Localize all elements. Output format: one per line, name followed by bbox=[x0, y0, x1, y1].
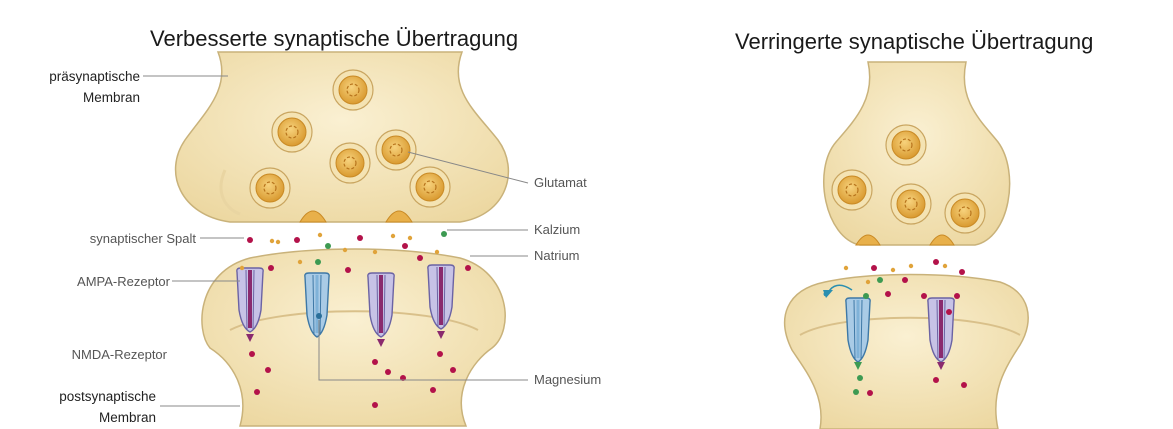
label-presynaptic: präsynaptische bbox=[49, 69, 140, 84]
label-magnesium: Magnesium bbox=[534, 372, 601, 387]
label-nmda-receptor: NMDA-Rezeptor bbox=[72, 347, 168, 362]
vesicle bbox=[832, 170, 872, 210]
left-title: Verbesserte synaptische Übertragung bbox=[150, 26, 518, 51]
vesicle bbox=[891, 184, 931, 224]
vesicle bbox=[272, 112, 312, 152]
right-title: Verringerte synaptische Übertragung bbox=[735, 29, 1093, 54]
vesicle bbox=[945, 193, 985, 233]
label-postsynaptic: postsynaptische bbox=[59, 389, 156, 404]
label-synaptic-cleft: synaptischer Spalt bbox=[90, 231, 197, 246]
label-postsynaptic-membran: Membran bbox=[99, 410, 156, 425]
label-ampa-receptor: AMPA-Rezeptor bbox=[77, 274, 171, 289]
label-sodium: Natrium bbox=[534, 248, 580, 263]
vesicle bbox=[250, 168, 290, 208]
magnesium-ion bbox=[316, 313, 322, 319]
label-calcium: Kalzium bbox=[534, 222, 580, 237]
label-presynaptic-membran: Membran bbox=[83, 90, 140, 105]
vesicle bbox=[410, 167, 450, 207]
vesicle bbox=[886, 125, 926, 165]
postsynaptic-terminal-right bbox=[785, 275, 1028, 429]
vesicle bbox=[376, 130, 416, 170]
vesicle bbox=[333, 70, 373, 110]
vesicle bbox=[330, 143, 370, 183]
label-glutamate: Glutamat bbox=[534, 175, 587, 190]
